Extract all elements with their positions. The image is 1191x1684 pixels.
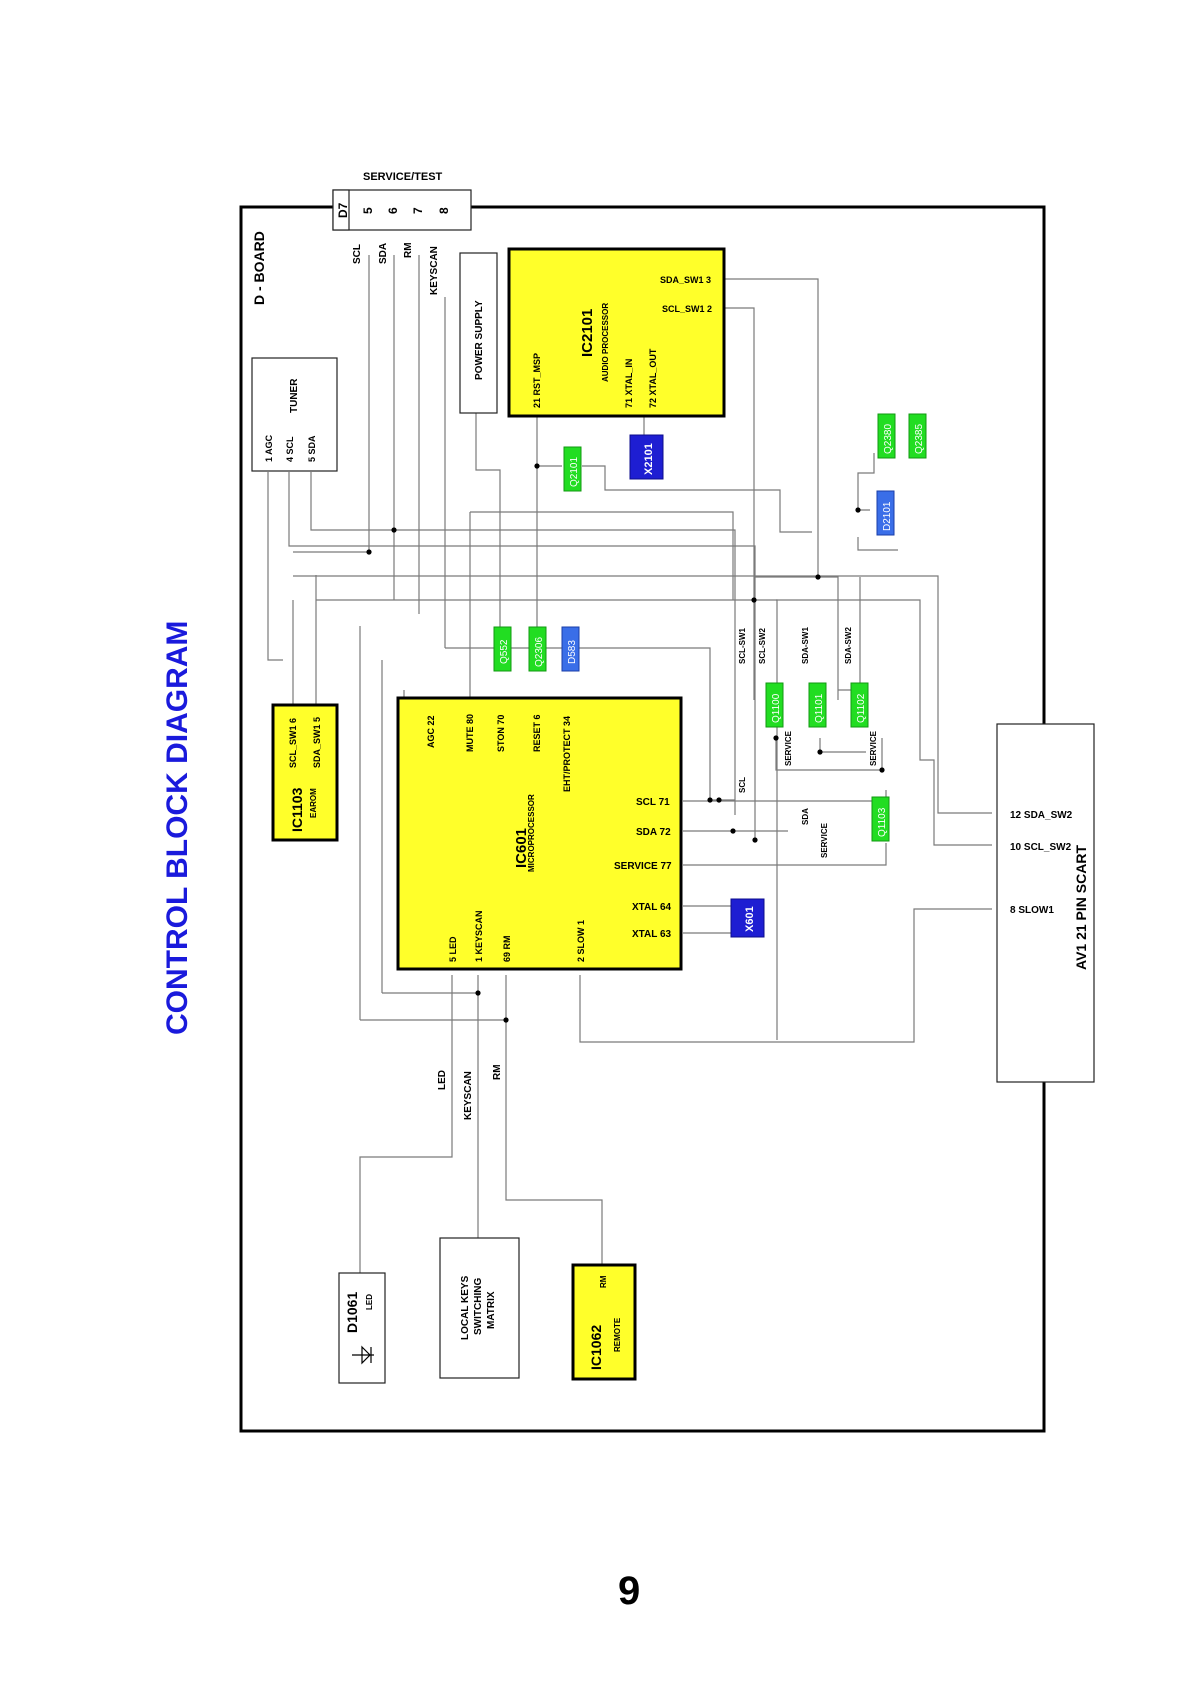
ic1062-ref: IC1062 [588,1325,604,1370]
ic601-desc: MICROPROCESSOR [527,794,536,872]
page-title: CONTROL BLOCK DIAGRAM [161,621,194,1035]
ic601-pin-xtal-64: XTAL 64 [632,902,672,913]
ic1103-pin-scl-sw1: SCL_SW1 6 [288,718,298,768]
junction-dots [366,463,885,1023]
ic601-pin-reset: RESET 6 [532,714,542,752]
ic1103-ref: IC1103 [289,787,305,832]
ic601-pin-sda: SDA 72 [636,827,671,838]
q2385-label: Q2385 [914,424,925,454]
ic601-pin-keyscan: 1 KEYSCAN [474,910,484,962]
tuner-pin-sda: 5 SDA [307,435,317,462]
scart-label: AV1 21 PIN SCART [1073,845,1089,970]
service-test-signal-sda: SDA [378,243,389,264]
net-label-scl-sw2: SCL-SW2 [758,627,767,664]
tuner-pin-scl: 4 SCL [285,436,295,462]
d1061-block: D1061 LED [338,1272,386,1384]
ic601-pin-led: 5 LED [448,936,458,962]
d2101-label: D2101 [882,501,893,531]
net-label-sda: SDA [801,808,810,825]
tuner-pin-agc: 1 AGC [264,434,274,462]
wires [267,255,992,1273]
q2380-label: Q2380 [883,424,894,454]
local-keys-line-2: SWITCHING [473,1278,484,1335]
q2101-label: Q2101 [569,457,580,487]
ic2101-desc: AUDIO PROCESSOR [601,303,610,382]
net-label-service-3: SERVICE [820,822,829,858]
d1061-desc: LED [365,1294,374,1310]
ic1062-pin-rm: RM [599,1275,608,1288]
net-labels: SCL-SW1 SCL-SW2 SDA-SW1 SDA-SW2 SCL SDA … [437,627,878,1120]
net-label-sda-sw1: SDA-SW1 [801,627,810,664]
net-label-service-2: SERVICE [869,730,878,766]
ic2101-block: IC2101 AUDIO PROCESSOR 21 RST_MSP 71 XTA… [507,247,726,418]
ic601-pin-mute: MUTE 80 [465,714,475,752]
ic601-pin-xtal-63: XTAL 63 [632,929,672,940]
ic1103-desc: EAROM [309,788,318,818]
net-label-sda-sw2: SDA-SW2 [844,627,853,664]
service-test-connector: SERVICE/TEST D7 5 6 7 8 SCL SDA RM KEYSC… [332,171,472,295]
ic1062-desc: REMOTE [613,1317,622,1352]
net-label-scl-sw1: SCL-SW1 [738,627,747,664]
ic601-pin-service: SERVICE 77 [614,861,672,872]
ic1062-block: IC1062 REMOTE RM [571,1263,637,1381]
ic2101-pin-xtal-out: 72 XTAL_OUT [648,348,658,408]
service-test-pin-8: 8 [437,207,451,214]
scart-block: AV1 21 PIN SCART 12 SDA_SW2 10 SCL_SW2 8… [996,723,1095,1083]
ic2101-pin-rst-msp: 21 RST_MSP [532,353,542,408]
service-test-pin-7: 7 [411,207,425,214]
service-test-pin-5: 5 [361,207,375,214]
ic2101-pin-xtal-in: 71 XTAL_IN [624,359,634,408]
net-label-keyscan: KEYSCAN [463,1071,474,1120]
q2306-label: Q2306 [534,637,545,667]
power-supply-label: POWER SUPPLY [474,300,485,380]
tuner-block: TUNER 1 AGC 4 SCL 5 SDA [251,357,338,472]
x601-label: X601 [744,906,756,932]
service-test-signal-scl: SCL [352,244,363,264]
board-label: D - BOARD [251,231,267,305]
x2101-label: X2101 [643,443,655,475]
service-test-caption: SERVICE/TEST [363,171,443,183]
ic601-pin-scl: SCL 71 [636,797,670,808]
scart-pin-scl-sw2: 10 SCL_SW2 [1010,842,1072,853]
diode-icon [352,1345,374,1365]
service-test-pin-6: 6 [386,207,400,214]
q1101-label: Q1101 [814,693,825,723]
net-label-led: LED [437,1070,448,1090]
q552-label: Q552 [499,639,510,664]
ic601-block: IC601 MICROPROCESSOR AGC 22 MUTE 80 STON… [396,696,683,971]
service-test-signal-keyscan: KEYSCAN [429,246,440,295]
service-test-signal-rm: RM [403,242,414,258]
local-keys-line-3: MATRIX [486,1291,497,1329]
ic601-ref: IC601 [513,828,530,868]
scart-pin-slow1: 8 SLOW1 [1010,905,1054,916]
net-label-scl: SCL [738,777,747,793]
ic2101-pin-sda-sw1: SDA_SW1 3 [660,275,711,285]
net-label-rm: RM [492,1064,503,1080]
service-test-ref: D7 [336,202,350,218]
q1102-label: Q1102 [856,693,867,723]
ic601-pin-ston: STON 70 [496,715,506,752]
small-components: Q2101 X2101 Q2380 Q2385 D2101 Q552 Q2306… [493,413,927,938]
q1100-label: Q1100 [771,693,782,723]
ic601-pin-rm: 69 RM [502,935,512,962]
d1061-ref: D1061 [344,1292,360,1333]
scart-pin-sda-sw2: 12 SDA_SW2 [1010,810,1073,821]
ic1103-pin-sda-sw1: SDA_SW1 5 [312,717,322,768]
ic1103-block: IC1103 EAROM SCL_SW1 6 SDA_SW1 5 [271,703,339,842]
tuner-label: TUNER [289,378,300,413]
ic2101-pin-scl-sw1: SCL_SW1 2 [662,304,712,314]
local-keys-block: LOCAL KEYS SWITCHING MATRIX [439,1237,520,1379]
net-label-service-1: SERVICE [784,730,793,766]
ic601-pin-eht-protect: EHT/PROTECT 34 [562,716,572,792]
page-number: 9 [618,1569,640,1613]
local-keys-line-1: LOCAL KEYS [460,1275,471,1340]
ic2101-ref: IC2101 [579,309,596,357]
ic601-pin-slow1: 2 SLOW 1 [576,920,586,962]
d583-label: D583 [567,640,578,664]
q1103-label: Q1103 [877,807,888,837]
power-supply-block: POWER SUPPLY [459,252,498,414]
ic601-pin-agc: AGC 22 [426,715,436,748]
